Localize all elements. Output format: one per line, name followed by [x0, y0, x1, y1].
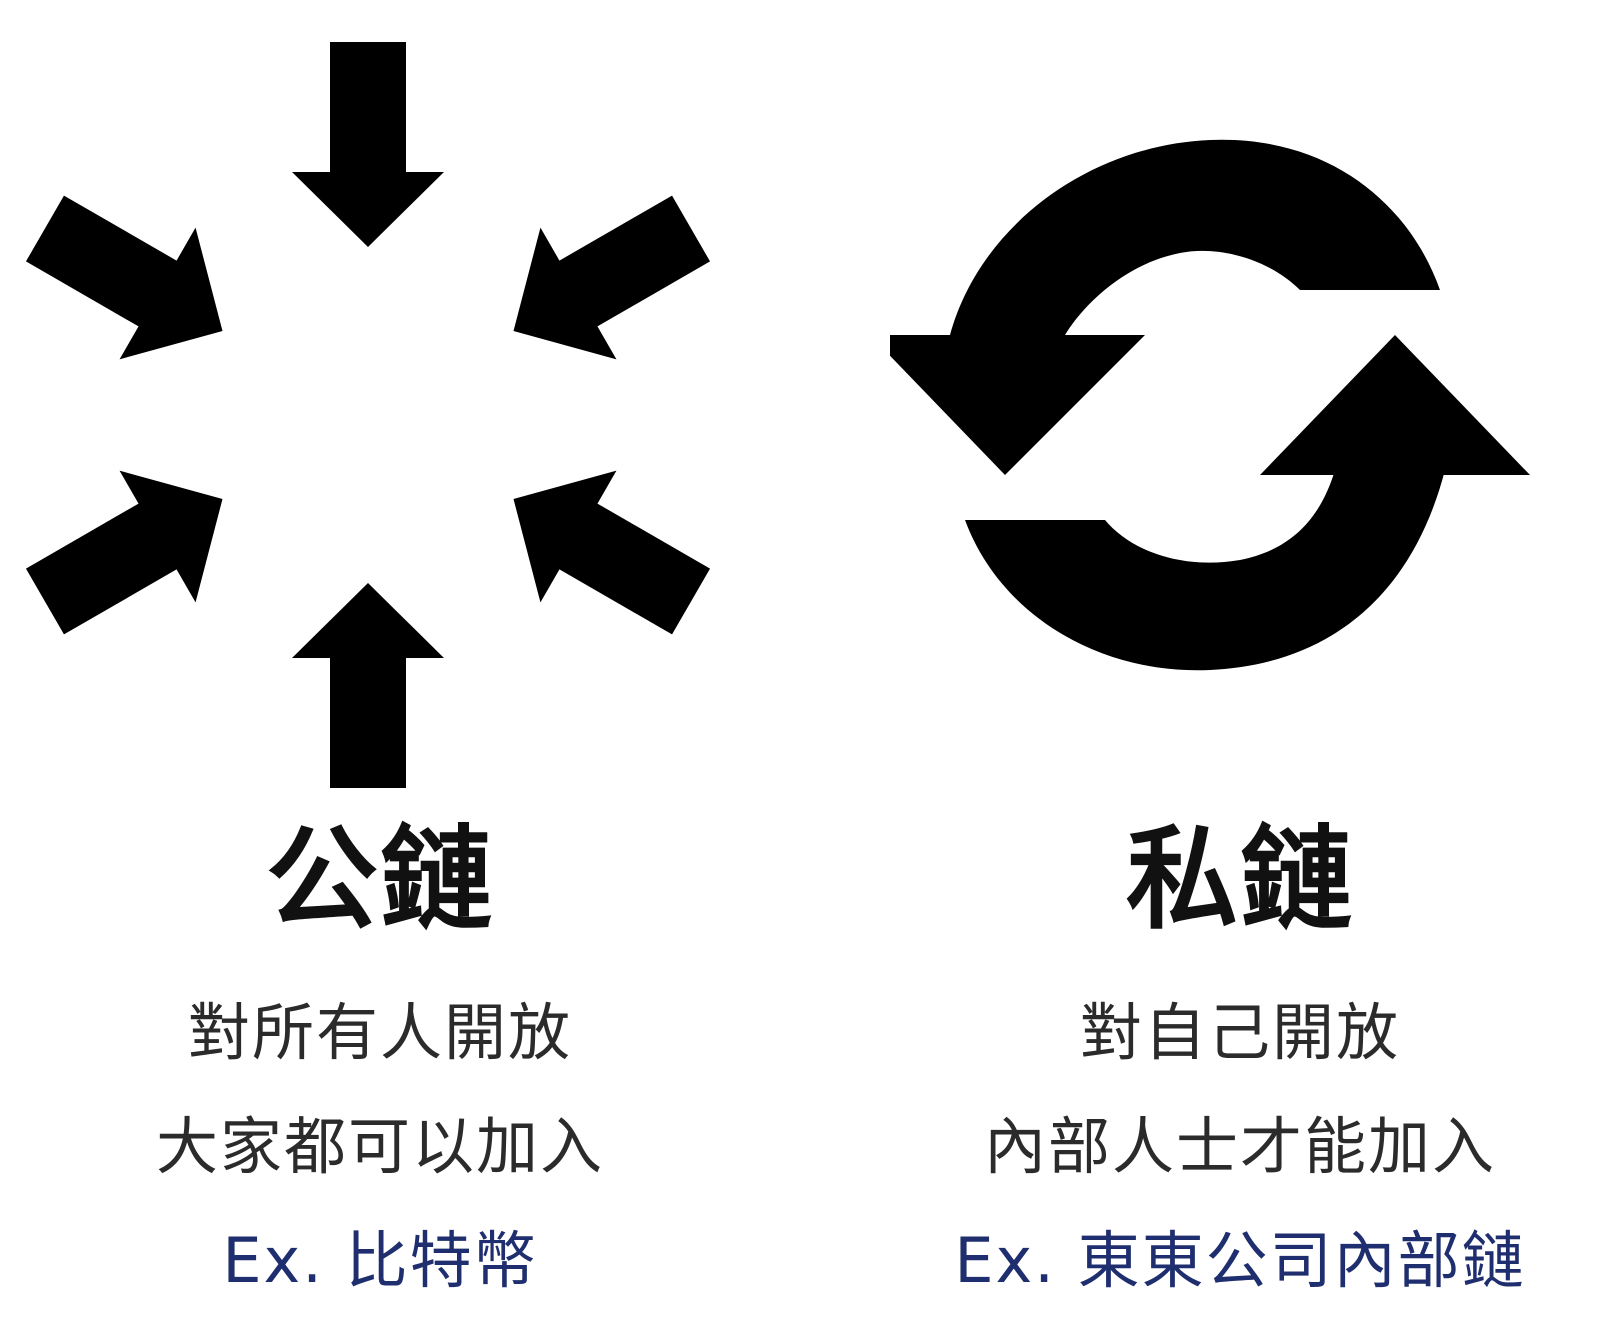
private-chain-example: Ex. 東東公司內部鏈: [954, 1224, 1526, 1297]
cycle-arrows-icon: [890, 139, 1530, 671]
cycle-lower-arrowhead: [1260, 335, 1530, 475]
public-chain-column: 公鏈 對所有人開放 大家都可以加入 Ex. 比特幣: [30, 820, 730, 1296]
cycle-upper-arrowhead: [890, 335, 1145, 475]
private-chain-line1: 對自己開放: [1079, 996, 1400, 1069]
private-chain-title: 私鏈: [1126, 815, 1354, 945]
public-chain-title: 公鏈: [266, 815, 494, 945]
public-chain-line2: 大家都可以加入: [155, 1110, 604, 1183]
arrow-top: [292, 42, 444, 247]
cycle-lower-arc: [965, 470, 1445, 671]
public-chain-line1: 對所有人開放: [187, 996, 572, 1069]
public-chain-example: Ex. 比特幣: [222, 1224, 538, 1297]
arrow-lower-left: [25, 470, 223, 635]
converging-arrows-icon: [25, 42, 711, 788]
private-chain-line2: 內部人士才能加入: [983, 1110, 1496, 1183]
private-chain-column: 私鏈 對自己開放 內部人士才能加入 Ex. 東東公司內部鏈: [890, 820, 1590, 1296]
arrow-upper-right: [513, 195, 711, 360]
arrow-upper-left: [25, 195, 223, 360]
arrow-bottom: [292, 583, 444, 788]
arrow-lower-right: [513, 470, 711, 635]
cycle-upper-arc: [950, 139, 1440, 335]
